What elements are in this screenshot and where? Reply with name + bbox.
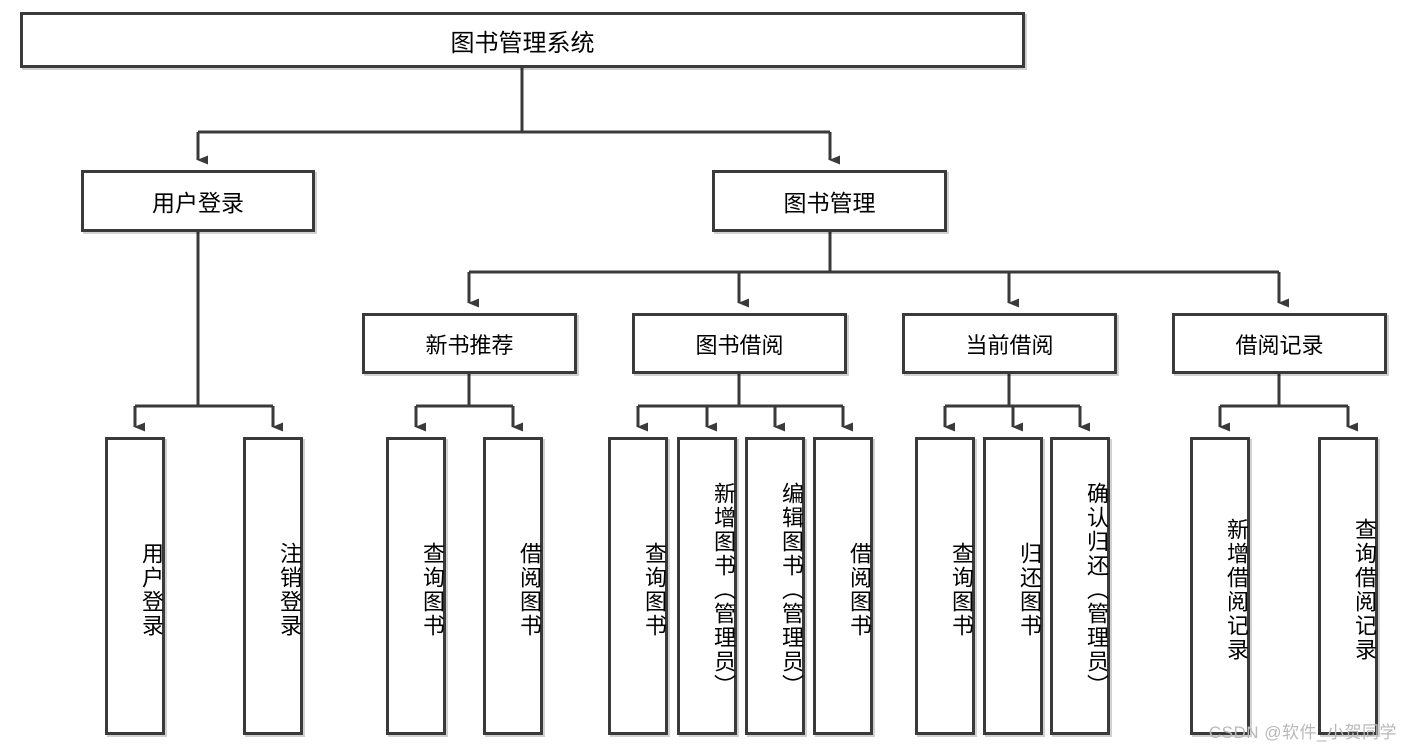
node-leaf-add-borrow-record[interactable]: 新增借阅记录 (1190, 437, 1250, 735)
node-leaf-borrow-book-2-label: 借阅图书 (847, 542, 872, 638)
node-leaf-borrow-book-2[interactable]: 借阅图书 (813, 437, 873, 735)
csdn-watermark: CSDN @软件_小贺同学 (1208, 723, 1397, 742)
node-leaf-add-borrow-record-label: 新增借阅记录 (1224, 518, 1249, 662)
node-leaf-add-book-admin[interactable]: 新增图书（管理员） (677, 437, 737, 735)
node-book-manage-label: 图书管理 (783, 190, 876, 216)
node-leaf-user-logout[interactable]: 注销登录 (243, 437, 303, 735)
node-book-borrow-label: 图书借阅 (695, 332, 784, 358)
node-leaf-edit-book-admin-label: 编辑图书（管理员） (779, 482, 804, 698)
node-root[interactable]: 图书管理系统 (20, 12, 1025, 68)
node-leaf-confirm-return-admin[interactable]: 确认归还（管理员） (1050, 437, 1110, 735)
node-leaf-user-login[interactable]: 用户登录 (105, 437, 165, 735)
node-leaf-query-book-2-label: 查询图书 (642, 542, 667, 638)
node-leaf-query-book-3-label: 查询图书 (949, 542, 974, 638)
node-leaf-edit-book-admin[interactable]: 编辑图书（管理员） (745, 437, 805, 735)
node-user-login[interactable]: 用户登录 (81, 170, 315, 232)
node-current-borrow-label: 当前借阅 (965, 332, 1054, 358)
node-book-manage[interactable]: 图书管理 (712, 170, 947, 232)
node-leaf-query-book-2[interactable]: 查询图书 (608, 437, 668, 735)
node-leaf-user-logout-label: 注销登录 (277, 542, 302, 638)
node-leaf-return-book-label: 归还图书 (1017, 542, 1042, 638)
node-leaf-add-book-admin-label: 新增图书（管理员） (711, 482, 736, 698)
node-leaf-query-borrow-record[interactable]: 查询借阅记录 (1318, 437, 1378, 735)
node-borrow-record-label: 借阅记录 (1235, 332, 1324, 358)
node-leaf-borrow-book-1[interactable]: 借阅图书 (483, 437, 543, 735)
node-user-login-label: 用户登录 (152, 190, 244, 216)
node-leaf-query-book-1[interactable]: 查询图书 (386, 437, 446, 735)
node-leaf-query-borrow-record-label: 查询借阅记录 (1352, 518, 1377, 662)
node-leaf-return-book[interactable]: 归还图书 (983, 437, 1043, 735)
node-leaf-query-book-1-label: 查询图书 (420, 542, 445, 638)
node-new-book-recommend[interactable]: 新书推荐 (362, 313, 577, 374)
node-current-borrow[interactable]: 当前借阅 (902, 313, 1117, 374)
node-leaf-user-login-label: 用户登录 (139, 542, 164, 638)
node-book-borrow[interactable]: 图书借阅 (632, 313, 847, 374)
node-leaf-borrow-book-1-label: 借阅图书 (517, 542, 542, 638)
node-leaf-confirm-return-admin-label: 确认归还（管理员） (1084, 482, 1109, 698)
node-borrow-record[interactable]: 借阅记录 (1172, 313, 1387, 374)
node-leaf-query-book-3[interactable]: 查询图书 (915, 437, 975, 735)
node-new-book-recommend-label: 新书推荐 (425, 332, 514, 358)
node-root-label: 图书管理系统 (450, 29, 595, 57)
